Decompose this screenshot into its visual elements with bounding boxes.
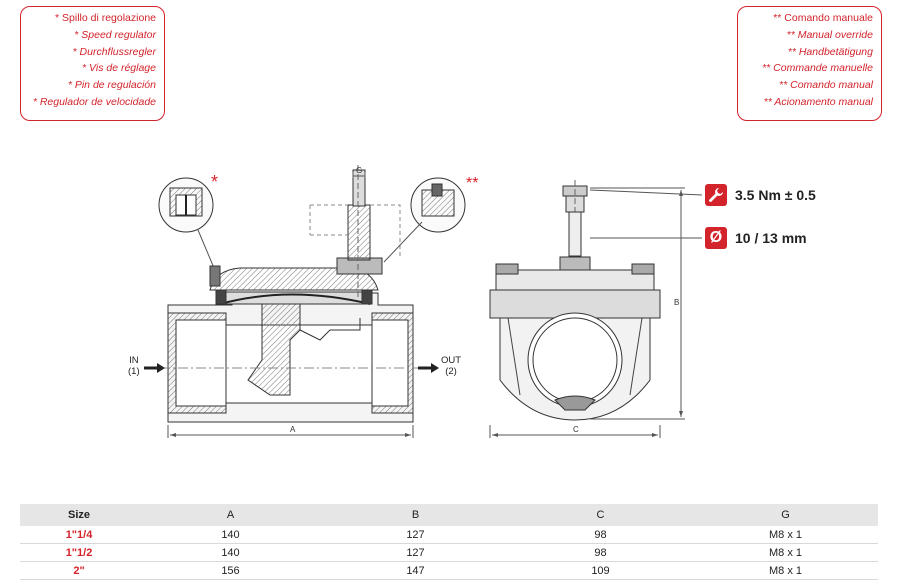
manual-override-marker: **	[466, 175, 478, 192]
legend-line: * Durchflussregler	[72, 46, 156, 58]
outlet-port-label: OUT (2)	[441, 355, 461, 377]
cell-g: M8 x 1	[693, 561, 878, 580]
table-row: 1"1/4 140 127 98 M8 x 1	[20, 526, 878, 544]
legend-line: ** Commande manuelle	[762, 62, 873, 74]
valve-section-view	[160, 165, 420, 438]
cell-size: 1"1/2	[20, 543, 138, 562]
wrench-size-value: 10 / 13 mm	[735, 230, 807, 246]
cell-g: M8 x 1	[693, 526, 878, 544]
header-b: B	[323, 504, 508, 526]
cell-size: 1"1/4	[20, 526, 138, 544]
cell-c: 109	[508, 561, 693, 580]
dimension-a-label: A	[290, 425, 296, 434]
legend-line: * Pin de regulación	[67, 79, 156, 91]
legend-line: ** Handbetätigung	[787, 46, 873, 58]
legend-line: ** Manual override	[786, 29, 873, 41]
dimension-c-label: C	[573, 425, 579, 434]
wrench-size-spec: Ø 10 / 13 mm	[705, 227, 807, 249]
cell-size: 2"	[20, 561, 138, 580]
header-a: A	[138, 504, 323, 526]
outlet-number: (2)	[445, 366, 457, 377]
inlet-label: IN	[129, 355, 139, 366]
legend-line: ** Comando manuale	[773, 12, 873, 24]
header-g: G	[693, 504, 878, 526]
diameter-icon: Ø	[705, 227, 727, 249]
speed-regulator-marker: *	[211, 172, 218, 192]
cell-a: 140	[138, 543, 323, 562]
valve-technical-drawing: A G * **	[144, 165, 703, 438]
legend-line: ** Acionamento manual	[763, 96, 873, 108]
outlet-label: OUT	[441, 355, 462, 366]
dimension-g-label: G	[356, 166, 362, 175]
cell-a: 140	[138, 526, 323, 544]
arrow-right-icon	[144, 363, 165, 373]
table-row: 2" 156 147 109 M8 x 1	[20, 561, 878, 580]
header-size: Size	[20, 504, 138, 526]
legend-line: * Spillo di regolazione	[55, 12, 156, 24]
legend-line: ** Comando manual	[779, 79, 873, 91]
table-row: 1"1/2 140 127 98 M8 x 1	[20, 543, 878, 562]
cell-c: 98	[508, 526, 693, 544]
torque-value: 3.5 Nm ± 0.5	[735, 187, 816, 203]
cell-b: 127	[323, 526, 508, 544]
cell-a: 156	[138, 561, 323, 580]
detail-speed-regulator	[158, 177, 221, 287]
inlet-port-label: IN (1)	[128, 355, 140, 377]
arrow-right-icon	[418, 363, 439, 373]
table-header-row: Size A B C G	[20, 504, 878, 526]
cell-g: M8 x 1	[693, 543, 878, 562]
legend-line: * Vis de réglage	[82, 62, 156, 74]
legend-speed-regulator: * Spillo di regolazione * Speed regulato…	[20, 6, 165, 121]
detail-manual-override	[383, 177, 466, 263]
legend-manual-override: ** Comando manuale ** Manual override **…	[737, 6, 882, 121]
cell-b: 127	[323, 543, 508, 562]
inlet-number: (1)	[128, 366, 140, 377]
legend-line: * Regulador de velocidade	[32, 96, 156, 108]
torque-spec: 3.5 Nm ± 0.5	[705, 184, 816, 206]
legend-line: * Speed regulator	[74, 29, 156, 41]
cell-b: 147	[323, 561, 508, 580]
dimension-b-label: B	[674, 298, 679, 307]
valve-front-view	[489, 180, 703, 438]
wrench-icon	[705, 184, 727, 206]
dimension-table: Size A B C G 1"1/4 140 127 98 M8 x 1 1"1…	[20, 504, 878, 580]
cell-c: 98	[508, 543, 693, 562]
header-c: C	[508, 504, 693, 526]
